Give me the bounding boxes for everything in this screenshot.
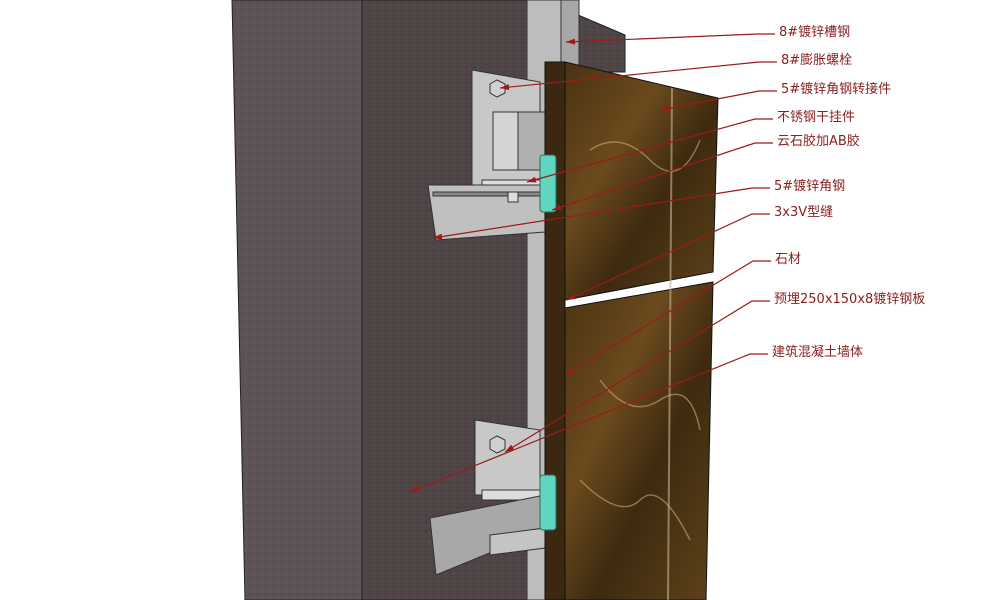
leader-line — [499, 61, 777, 89]
leader-arrowhead — [410, 485, 420, 492]
leader-arrowhead — [527, 176, 537, 183]
leader-line — [659, 90, 777, 111]
leader-line — [551, 142, 773, 211]
leader-arrowhead — [566, 38, 576, 45]
stone-panels — [544, 61, 719, 600]
callout-label: 建筑混凝土墙体 — [772, 345, 864, 360]
callout-label: 云石胶加AB胶 — [777, 134, 860, 149]
callout-label: 8#膨胀螺栓 — [781, 53, 853, 68]
leader-arrowhead — [567, 293, 577, 300]
leader-arrowhead — [552, 204, 562, 211]
leader-arrowhead — [565, 367, 575, 375]
leader-line — [504, 300, 770, 453]
leader-line — [409, 353, 768, 493]
stainless-steel-clips — [539, 154, 557, 531]
callout-label: 不锈钢干挂件 — [777, 110, 856, 125]
leader-arrowhead — [433, 233, 443, 240]
leader-line — [526, 118, 773, 183]
leader-line — [565, 33, 775, 43]
leader-arrowhead — [500, 84, 510, 91]
leader-line — [564, 260, 771, 376]
lower-stone-panel — [564, 281, 714, 600]
callout-label: 8#镀锌槽钢 — [779, 25, 851, 40]
callout-label: 5#镀锌角钢转接件 — [781, 82, 892, 97]
callout-label: 3x3V型缝 — [774, 205, 834, 220]
leader-line — [566, 213, 770, 301]
leader-line — [432, 187, 770, 239]
leader-arrowhead — [660, 105, 670, 112]
callout-label: 预埋250x150x8镀锌钢板 — [774, 292, 926, 307]
hex-nut — [489, 79, 506, 98]
callout-label: 5#镀锌角钢 — [774, 179, 846, 194]
callout-label: 石材 — [775, 252, 802, 267]
upper-bracket — [427, 69, 546, 241]
lower-bracket — [429, 419, 546, 576]
